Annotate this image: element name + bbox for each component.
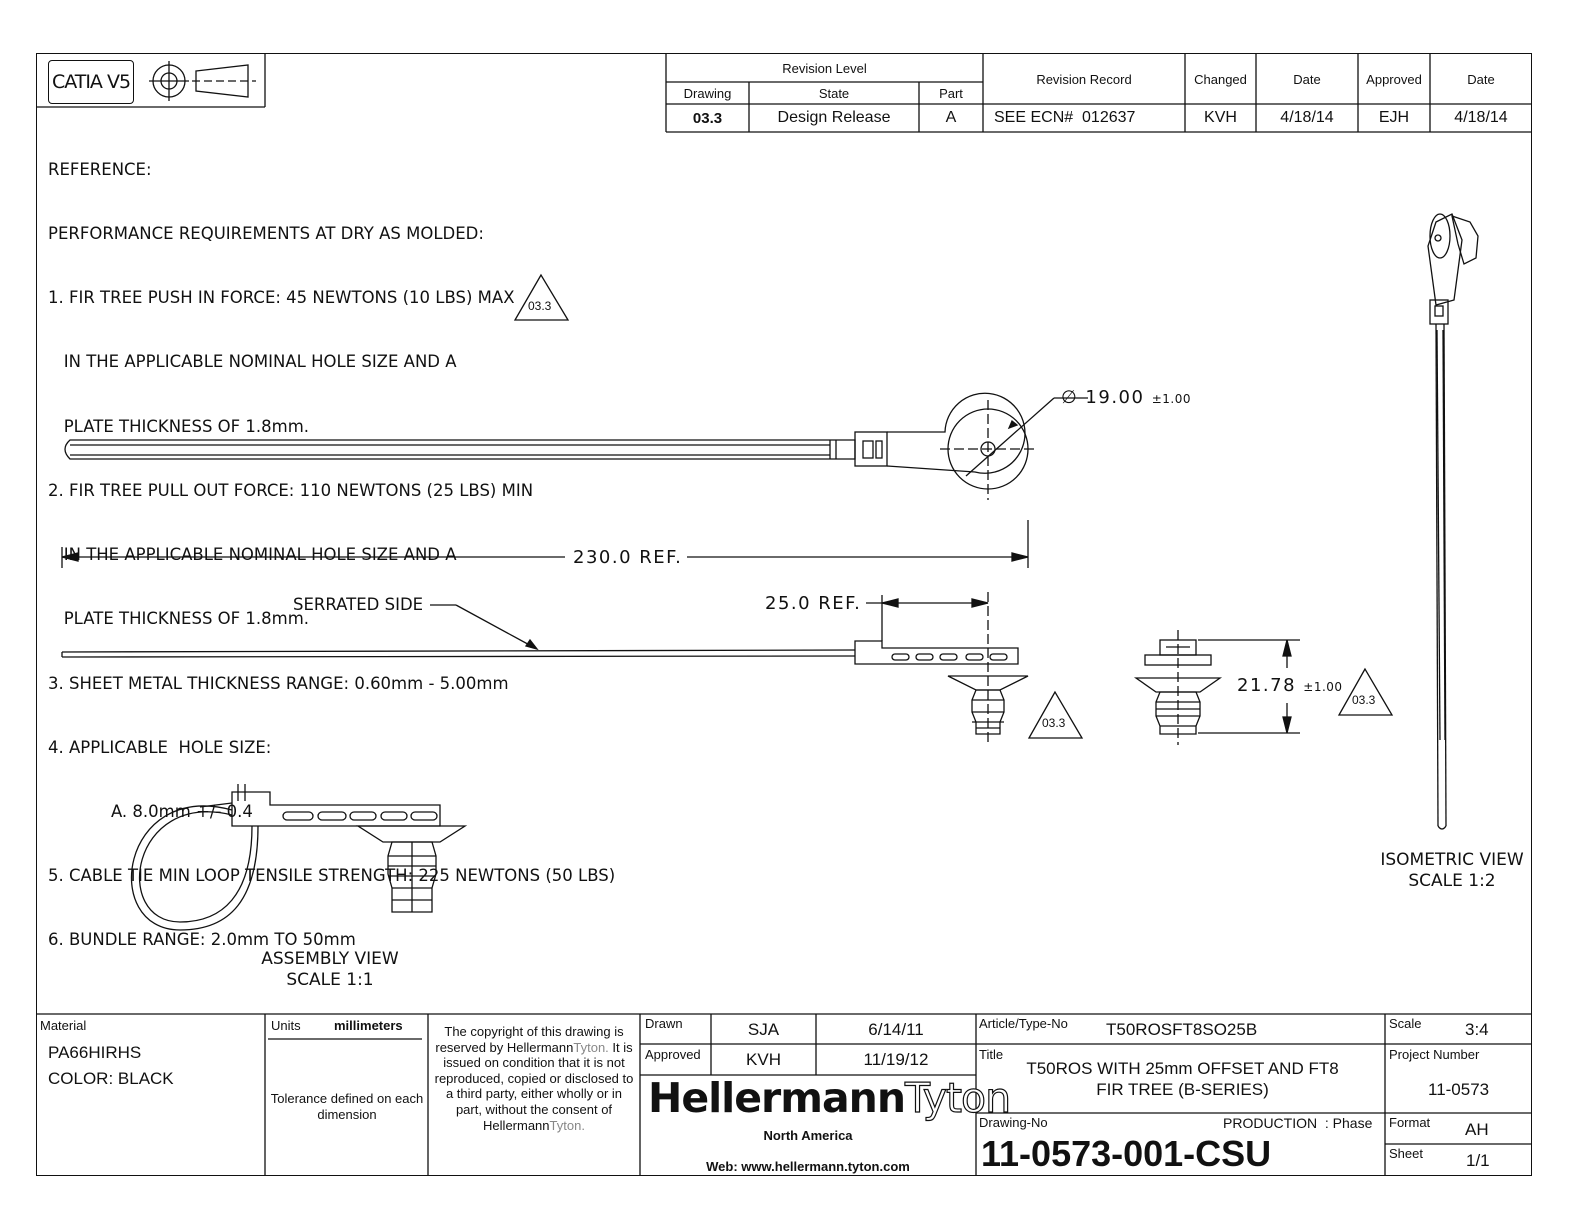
assembly-view-scale: SCALE 1:1 bbox=[286, 970, 374, 990]
col-state: State bbox=[818, 85, 850, 101]
revision-marker-front: 03.3 bbox=[1352, 693, 1376, 707]
rev-approved-date: 4/18/14 bbox=[1454, 109, 1508, 126]
assembly-view-label: ASSEMBLY VIEW SCALE 1:1 bbox=[256, 949, 404, 991]
tolerance-note: Tolerance defined on each dimension bbox=[270, 1091, 424, 1122]
serrated-side-label: SERRATED SIDE bbox=[293, 595, 424, 614]
diameter-value: 19.00 bbox=[1085, 387, 1145, 408]
logo-solid: Hellermann bbox=[648, 1074, 906, 1122]
note-line: IN THE APPLICABLE NOMINAL HOLE SIZE AND … bbox=[48, 352, 457, 372]
note-line: PERFORMANCE REQUIREMENTS AT DRY AS MOLDE… bbox=[48, 224, 484, 244]
rev-record: SEE ECN# 012637 bbox=[994, 109, 1136, 126]
isometric-view-scale: SCALE 1:2 bbox=[1408, 871, 1496, 891]
diameter-dimension: ∅ 19.00 ±1.00 bbox=[1061, 387, 1191, 408]
note-line: A. 8.0mm +/- 0.4 bbox=[48, 802, 253, 821]
article-label: Article/Type-No bbox=[979, 1016, 1068, 1031]
approved-date: 11/19/12 bbox=[863, 1050, 929, 1069]
material-value: PA66HIRHS bbox=[48, 1043, 142, 1062]
cad-badge: CATIA V5 bbox=[48, 60, 134, 104]
scale-label: Scale bbox=[1389, 1016, 1422, 1031]
material-label: Material bbox=[40, 1018, 87, 1033]
note-line: 2. FIR TREE PULL OUT FORCE: 110 NEWTONS … bbox=[48, 480, 534, 500]
drawing-number: 11-0573-001-CSU bbox=[981, 1133, 1272, 1174]
rev-drawing: 03.3 bbox=[692, 109, 723, 127]
logo-outline: Tyton bbox=[904, 1073, 1011, 1122]
copyright-text-1: The copyright of this drawing is reserve… bbox=[435, 1024, 624, 1055]
revision-marker-notes: 03.3 bbox=[528, 299, 552, 313]
copyright-notice: The copyright of this drawing is reserve… bbox=[432, 1024, 636, 1133]
format-value: AH bbox=[1465, 1120, 1489, 1139]
company-logo: HellermannTyton bbox=[648, 1073, 1012, 1122]
note-line: 5. CABLE TIE MIN LOOP TENSILE STRENGTH: … bbox=[48, 866, 616, 886]
overall-length-dimension: 230.0 REF. bbox=[573, 547, 683, 568]
sheet-label: Sheet bbox=[1389, 1146, 1423, 1161]
title-line-2: FIR TREE (B-SERIES) bbox=[1096, 1080, 1269, 1099]
drawn-by: SJA bbox=[747, 1020, 780, 1039]
note-line: 3. SHEET METAL THICKNESS RANGE: 0.60mm -… bbox=[48, 673, 509, 693]
col-revision-record: Revision Record bbox=[1036, 71, 1132, 87]
rev-approved: EJH bbox=[1378, 109, 1410, 126]
isometric-view-label: ISOMETRIC VIEW SCALE 1:2 bbox=[1378, 850, 1526, 892]
rev-state: Design Release bbox=[777, 109, 891, 126]
rev-changed: KVH bbox=[1204, 109, 1237, 126]
col-date: Date bbox=[1293, 71, 1321, 87]
region: North America bbox=[763, 1127, 853, 1143]
diameter-tolerance: ±1.00 bbox=[1151, 392, 1191, 406]
fir-tree-height-dimension: 21.78 ±1.00 bbox=[1237, 675, 1343, 696]
copyright-brand: Tyton. bbox=[573, 1039, 609, 1055]
assembly-view-title: ASSEMBLY VIEW bbox=[261, 949, 399, 969]
note-line: PLATE THICKNESS OF 1.8mm. bbox=[48, 416, 310, 436]
color-value: COLOR: BLACK bbox=[48, 1069, 174, 1088]
diameter-symbol: ∅ bbox=[1061, 387, 1079, 408]
offset-length-dimension: 25.0 REF. bbox=[765, 593, 862, 614]
units-value: millimeters bbox=[334, 1018, 403, 1033]
approved-by: KVH bbox=[746, 1050, 781, 1069]
general-notes: REFERENCE: PERFORMANCE REQUIREMENTS AT D… bbox=[48, 116, 615, 972]
note-line: 6. BUNDLE RANGE: 2.0mm TO 50mm bbox=[48, 930, 356, 950]
article-value: T50ROSFT8SO25B bbox=[1106, 1020, 1258, 1039]
rev-part: A bbox=[945, 109, 957, 126]
fir-tree-height-value: 21.78 bbox=[1237, 675, 1297, 696]
copyright-text-2: It is issued on condition that it is not… bbox=[434, 1039, 634, 1133]
copyright-brand-2: Tyton. bbox=[549, 1117, 585, 1133]
drawn-date: 6/14/11 bbox=[868, 1020, 924, 1039]
col-part: Part bbox=[939, 85, 963, 101]
col-changed: Changed bbox=[1194, 71, 1247, 87]
col-approved-date: Date bbox=[1467, 71, 1495, 87]
rev-date: 4/18/14 bbox=[1280, 109, 1334, 126]
revision-level-header: Revision Level bbox=[782, 60, 867, 76]
note-line: 1. FIR TREE PUSH IN FORCE: 45 NEWTONS (1… bbox=[48, 288, 515, 308]
scale-value: 3:4 bbox=[1465, 1020, 1489, 1039]
sheet-value: 1/1 bbox=[1466, 1151, 1490, 1170]
approved-label: Approved bbox=[645, 1047, 701, 1062]
col-approved: Approved bbox=[1366, 71, 1422, 87]
drawing-frame bbox=[36, 53, 1532, 1176]
note-line: 4. APPLICABLE HOLE SIZE: bbox=[48, 737, 272, 757]
website: Web: www.hellermann.tyton.com bbox=[706, 1158, 910, 1174]
project-number: 11-0573 bbox=[1428, 1080, 1490, 1099]
note-line: PLATE THICKNESS OF 1.8mm. bbox=[48, 609, 310, 629]
project-number-label: Project Number bbox=[1389, 1047, 1480, 1062]
fir-tree-height-tolerance: ±1.00 bbox=[1303, 680, 1343, 694]
revision-marker-side: 03.3 bbox=[1042, 716, 1066, 730]
isometric-view-title: ISOMETRIC VIEW bbox=[1380, 850, 1524, 870]
units-label: Units bbox=[271, 1018, 301, 1033]
title-label: Title bbox=[979, 1047, 1004, 1062]
phase-label: PRODUCTION : Phase bbox=[1223, 1115, 1373, 1131]
title-line-1: T50ROS WITH 25mm OFFSET AND FT8 bbox=[1026, 1059, 1339, 1078]
drawn-label: Drawn bbox=[645, 1016, 683, 1031]
col-drawing: Drawing bbox=[683, 85, 732, 101]
drawing-no-label: Drawing-No bbox=[979, 1115, 1048, 1130]
note-line: REFERENCE: bbox=[48, 159, 152, 179]
format-label: Format bbox=[1389, 1115, 1431, 1130]
note-line: IN THE APPLICABLE NOMINAL HOLE SIZE AND … bbox=[48, 545, 457, 565]
